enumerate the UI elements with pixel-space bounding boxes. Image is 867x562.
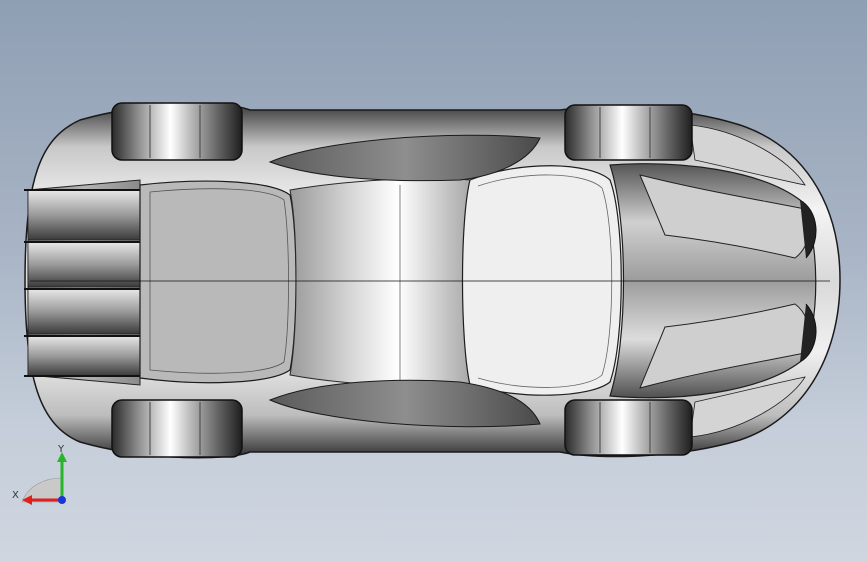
wheel-front-bottom (564, 399, 693, 456)
wheel-rear-top (111, 102, 243, 161)
side-glass-bottom (268, 379, 541, 428)
windshield (461, 165, 622, 396)
headlight-bottom (689, 376, 806, 438)
triad-label-x: X (12, 490, 19, 501)
wheel-rear-bottom (111, 399, 243, 458)
side-glass-top (268, 134, 541, 182)
triad-label-y: Y (57, 444, 65, 455)
wheel-front-top (564, 104, 693, 161)
headlight-top (689, 124, 806, 186)
triad-axis-z (58, 496, 66, 504)
roof (289, 177, 471, 387)
engine-cover (139, 180, 297, 384)
rear-section (24, 179, 141, 386)
orientation-triad: Y X (12, 444, 67, 505)
